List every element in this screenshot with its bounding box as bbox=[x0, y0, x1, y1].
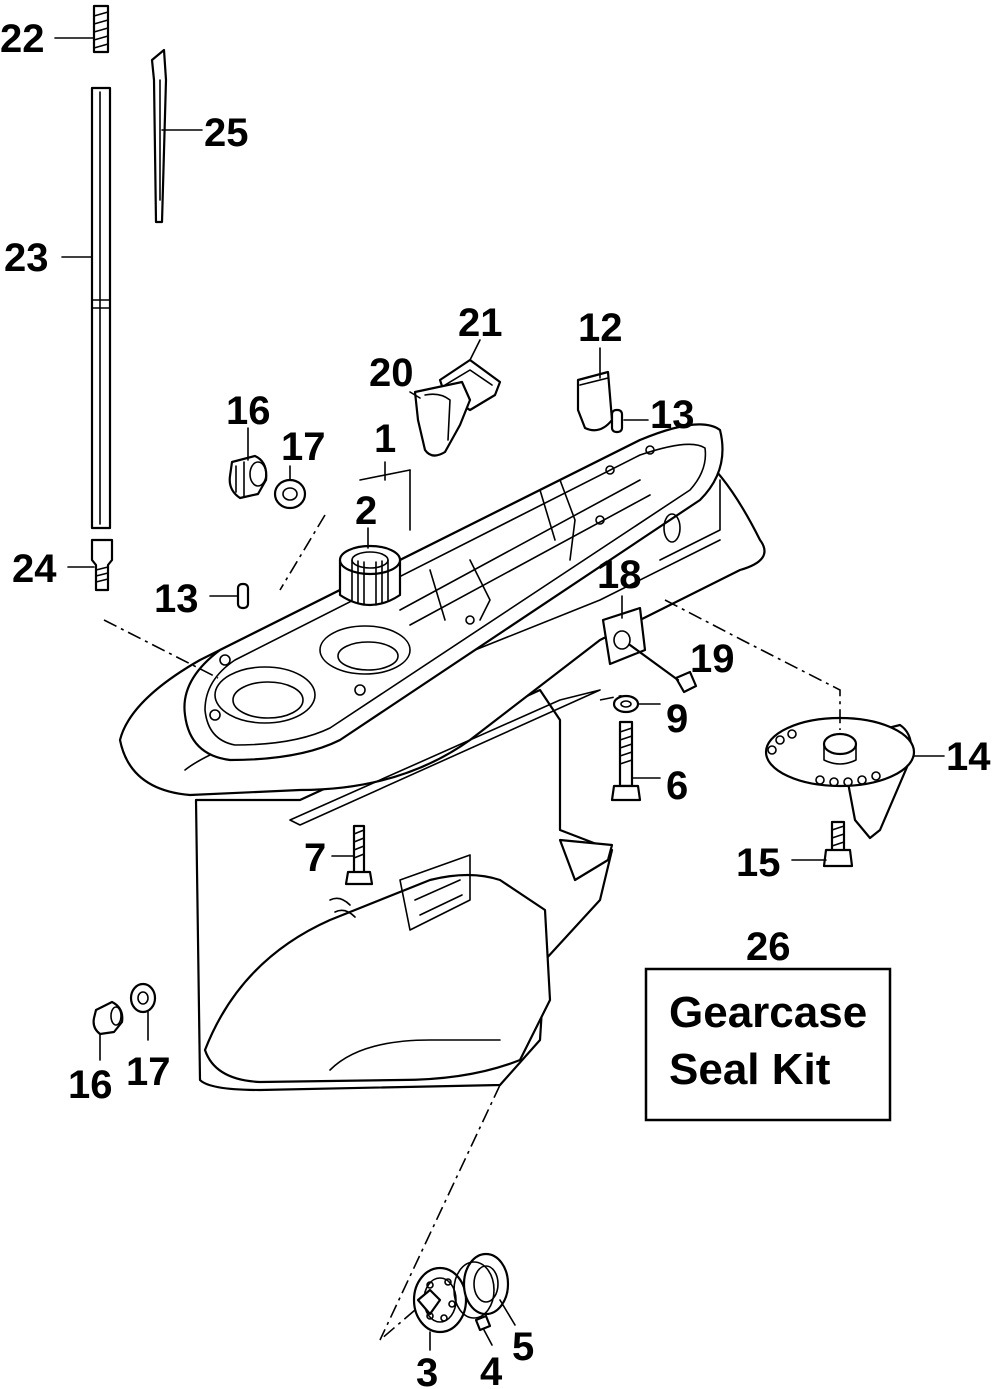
label-part-16-upper: 16 bbox=[226, 389, 271, 433]
label-part-2: 2 bbox=[355, 489, 377, 533]
label-part-5: 5 bbox=[512, 1325, 534, 1369]
label-part-13-left: 13 bbox=[154, 577, 199, 621]
part-15-bolt bbox=[822, 820, 854, 868]
part-7-bolt bbox=[344, 824, 374, 886]
seal-kit-line1: Gearcase bbox=[669, 988, 867, 1037]
part-16-plug-upper bbox=[228, 454, 268, 500]
label-part-21: 21 bbox=[458, 301, 503, 345]
seal-kit-line2: Seal Kit bbox=[669, 1045, 831, 1094]
label-part-17-upper: 17 bbox=[281, 425, 326, 469]
part-4-key bbox=[474, 1314, 492, 1332]
label-part-26: 26 bbox=[746, 925, 791, 969]
part-18-anode-block bbox=[601, 606, 647, 666]
part-13-dowel-pin-left bbox=[236, 582, 250, 610]
part-labels: 22 25 23 21 12 20 16 13 1 17 2 24 18 13 … bbox=[0, 17, 991, 1389]
label-part-17-lower: 17 bbox=[126, 1050, 171, 1094]
part-5-seal bbox=[453, 1252, 510, 1319]
leader-lines bbox=[54, 37, 945, 1351]
label-part-6: 6 bbox=[666, 764, 688, 808]
part-22-shift-rod-end bbox=[92, 4, 110, 54]
label-part-24: 24 bbox=[12, 547, 57, 591]
label-part-4: 4 bbox=[480, 1350, 503, 1389]
gearcase-housing bbox=[118, 423, 766, 1092]
label-part-25: 25 bbox=[204, 111, 249, 155]
part-14-trim-tab bbox=[764, 716, 916, 840]
label-part-15: 15 bbox=[736, 841, 781, 885]
part-13-dowel-pin-right bbox=[610, 408, 624, 434]
label-part-22: 22 bbox=[0, 17, 45, 61]
label-part-23: 23 bbox=[4, 236, 49, 280]
label-part-3: 3 bbox=[416, 1351, 438, 1389]
part-2-bearing-housing bbox=[338, 544, 402, 606]
label-part-14: 14 bbox=[946, 735, 991, 779]
label-part-20: 20 bbox=[369, 351, 414, 395]
label-part-9: 9 bbox=[666, 697, 688, 741]
part-17-washer-lower bbox=[129, 982, 157, 1014]
part-12-cover bbox=[576, 370, 614, 432]
part-19-screw bbox=[628, 643, 698, 694]
seal-kit-box: Gearcase Seal Kit bbox=[644, 967, 892, 1122]
part-25-shift-link bbox=[150, 48, 168, 224]
label-part-1: 1 bbox=[374, 417, 396, 461]
label-part-7: 7 bbox=[304, 836, 326, 880]
part-17-washer-upper bbox=[273, 478, 307, 510]
part-20-clip bbox=[413, 380, 472, 457]
part-9-washer bbox=[612, 694, 640, 714]
label-part-16-lower: 16 bbox=[68, 1063, 113, 1107]
label-part-13-right: 13 bbox=[650, 393, 695, 437]
part-6-bolt bbox=[610, 720, 642, 802]
part-16-plug-lower bbox=[92, 1000, 124, 1036]
part-3-shaft-bearing bbox=[412, 1266, 468, 1334]
label-part-18: 18 bbox=[597, 553, 642, 597]
part-23-shift-rod bbox=[90, 86, 112, 530]
label-part-19: 19 bbox=[690, 637, 735, 681]
assembly-lines bbox=[103, 514, 841, 1341]
label-part-12: 12 bbox=[578, 306, 623, 350]
part-24-shift-rod-connector bbox=[90, 538, 114, 592]
